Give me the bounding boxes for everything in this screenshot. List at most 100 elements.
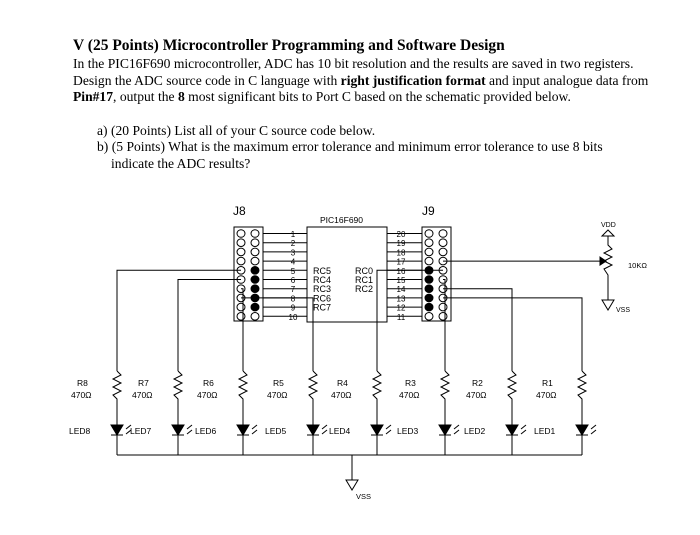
resistor-value: 470Ω (536, 390, 557, 400)
led-light-arrow (520, 424, 527, 430)
resistor-value: 470Ω (399, 390, 420, 400)
led-light-arrow (125, 424, 132, 430)
j8-pad-right (250, 229, 260, 238)
led-light-arrow (321, 429, 328, 435)
resistor (237, 370, 249, 425)
left-pin-number: 3 (291, 248, 296, 257)
j8-pad-right (250, 256, 260, 266)
j8-trace (241, 288, 244, 371)
right-pin-number: 17 (397, 258, 406, 267)
left-port-label: RC3 (313, 284, 331, 294)
resistor-value: 470Ω (71, 390, 92, 400)
j9-pad-left (424, 229, 434, 238)
intro-bold-3: 8 (177, 89, 185, 105)
led-light-arrow (453, 429, 460, 435)
left-pin-number: 10 (289, 313, 298, 322)
led-light-arrow (590, 429, 597, 435)
led-symbol (505, 424, 519, 436)
vss-symbol-bottom (345, 479, 359, 491)
resistor-name: R1 (542, 378, 553, 388)
left-port-label: RC7 (313, 303, 331, 313)
led-label: LED5 (265, 426, 287, 436)
resistor-name: R7 (138, 378, 149, 388)
j9-trace (443, 279, 446, 371)
j9-trace (443, 297, 583, 371)
j9-trace (443, 288, 513, 371)
led-symbol (575, 424, 589, 436)
resistor-name: R5 (273, 378, 284, 388)
resistor-name: R4 (337, 378, 348, 388)
right-port-label: RC0 (355, 266, 373, 276)
led-label: LED2 (464, 426, 486, 436)
j9-pad-right (438, 238, 448, 247)
resistor-value: 470Ω (466, 390, 487, 400)
led-symbol (171, 424, 185, 436)
left-port-label: RC4 (313, 275, 331, 285)
chip-body (306, 226, 388, 323)
j8-pad-right (250, 312, 260, 321)
resistor (307, 370, 319, 425)
led-label: LED8 (69, 426, 91, 436)
led-label: LED3 (397, 426, 419, 436)
j8-pad-left (236, 229, 246, 238)
j8-pad-right (250, 266, 260, 275)
right-pin-number: 15 (397, 276, 406, 285)
resistor (111, 370, 123, 425)
question-title: V (25 Points) Microcontroller Programmin… (73, 37, 505, 54)
left-pin-number: 2 (291, 239, 296, 248)
j8-label: J8 (233, 204, 246, 218)
j9-trace (376, 269, 443, 371)
right-pin-number: 14 (397, 285, 406, 294)
resistor-value: 470Ω (331, 390, 352, 400)
resistor-value: 470Ω (197, 390, 218, 400)
led-light-arrow (590, 424, 597, 430)
resistor-value: 470Ω (267, 390, 288, 400)
led-light-arrow (520, 429, 527, 435)
question-text: V (25 Points) Microcontroller Programmin… (73, 36, 673, 173)
right-pin-number: 11 (397, 313, 406, 322)
left-port-label: RC6 (313, 293, 331, 303)
resistor-value: 470Ω (132, 390, 153, 400)
led-light-arrow (186, 429, 193, 435)
led-label: LED1 (534, 426, 556, 436)
part-b: b) (5 Points) What is the maximum error … (97, 139, 603, 155)
right-pin-number: 20 (397, 230, 406, 239)
left-pin-number: 6 (291, 276, 296, 285)
j9-pad-right (438, 247, 448, 257)
j8-pad-left (236, 238, 246, 247)
j9-pad-left (424, 238, 434, 247)
right-port-label: RC2 (355, 284, 373, 294)
vss-label-bottom: VSS (356, 492, 371, 501)
right-pin-number: 13 (397, 294, 406, 303)
j8-pad-right (250, 302, 260, 312)
j9-pad-left (424, 293, 434, 303)
left-pin-number: 7 (291, 285, 296, 294)
potentiometer (602, 236, 614, 300)
j9-pad-right (438, 229, 448, 238)
resistor (576, 370, 588, 425)
vdd-symbol (600, 229, 616, 237)
vss-label-right: VSS (616, 307, 630, 314)
j9-pad-left (424, 312, 434, 321)
right-pin-number: 16 (397, 267, 406, 276)
left-pin-number: 8 (291, 294, 296, 303)
resistor (506, 370, 518, 425)
j9-label: J9 (422, 204, 435, 218)
j9-pad-right (438, 302, 448, 312)
left-pin-number: 9 (291, 304, 296, 313)
j8-trace (241, 297, 314, 371)
led-label: LED6 (195, 426, 217, 436)
resistor (172, 370, 184, 425)
left-port-label: RC5 (313, 266, 331, 276)
led-label: LED7 (130, 426, 152, 436)
resistor-name: R6 (203, 378, 214, 388)
right-pin-number: 19 (397, 239, 406, 248)
pot-wiper-arrow (599, 256, 607, 267)
left-pin-number: 4 (291, 258, 296, 267)
intro-bold-2: Pin#17 (73, 89, 114, 105)
intro-text-1: In the PIC16F690 microcontroller, ADC ha… (73, 56, 634, 88)
j8-header (233, 226, 264, 322)
vss-symbol-right (601, 299, 615, 311)
j8-pad-left (236, 302, 246, 312)
